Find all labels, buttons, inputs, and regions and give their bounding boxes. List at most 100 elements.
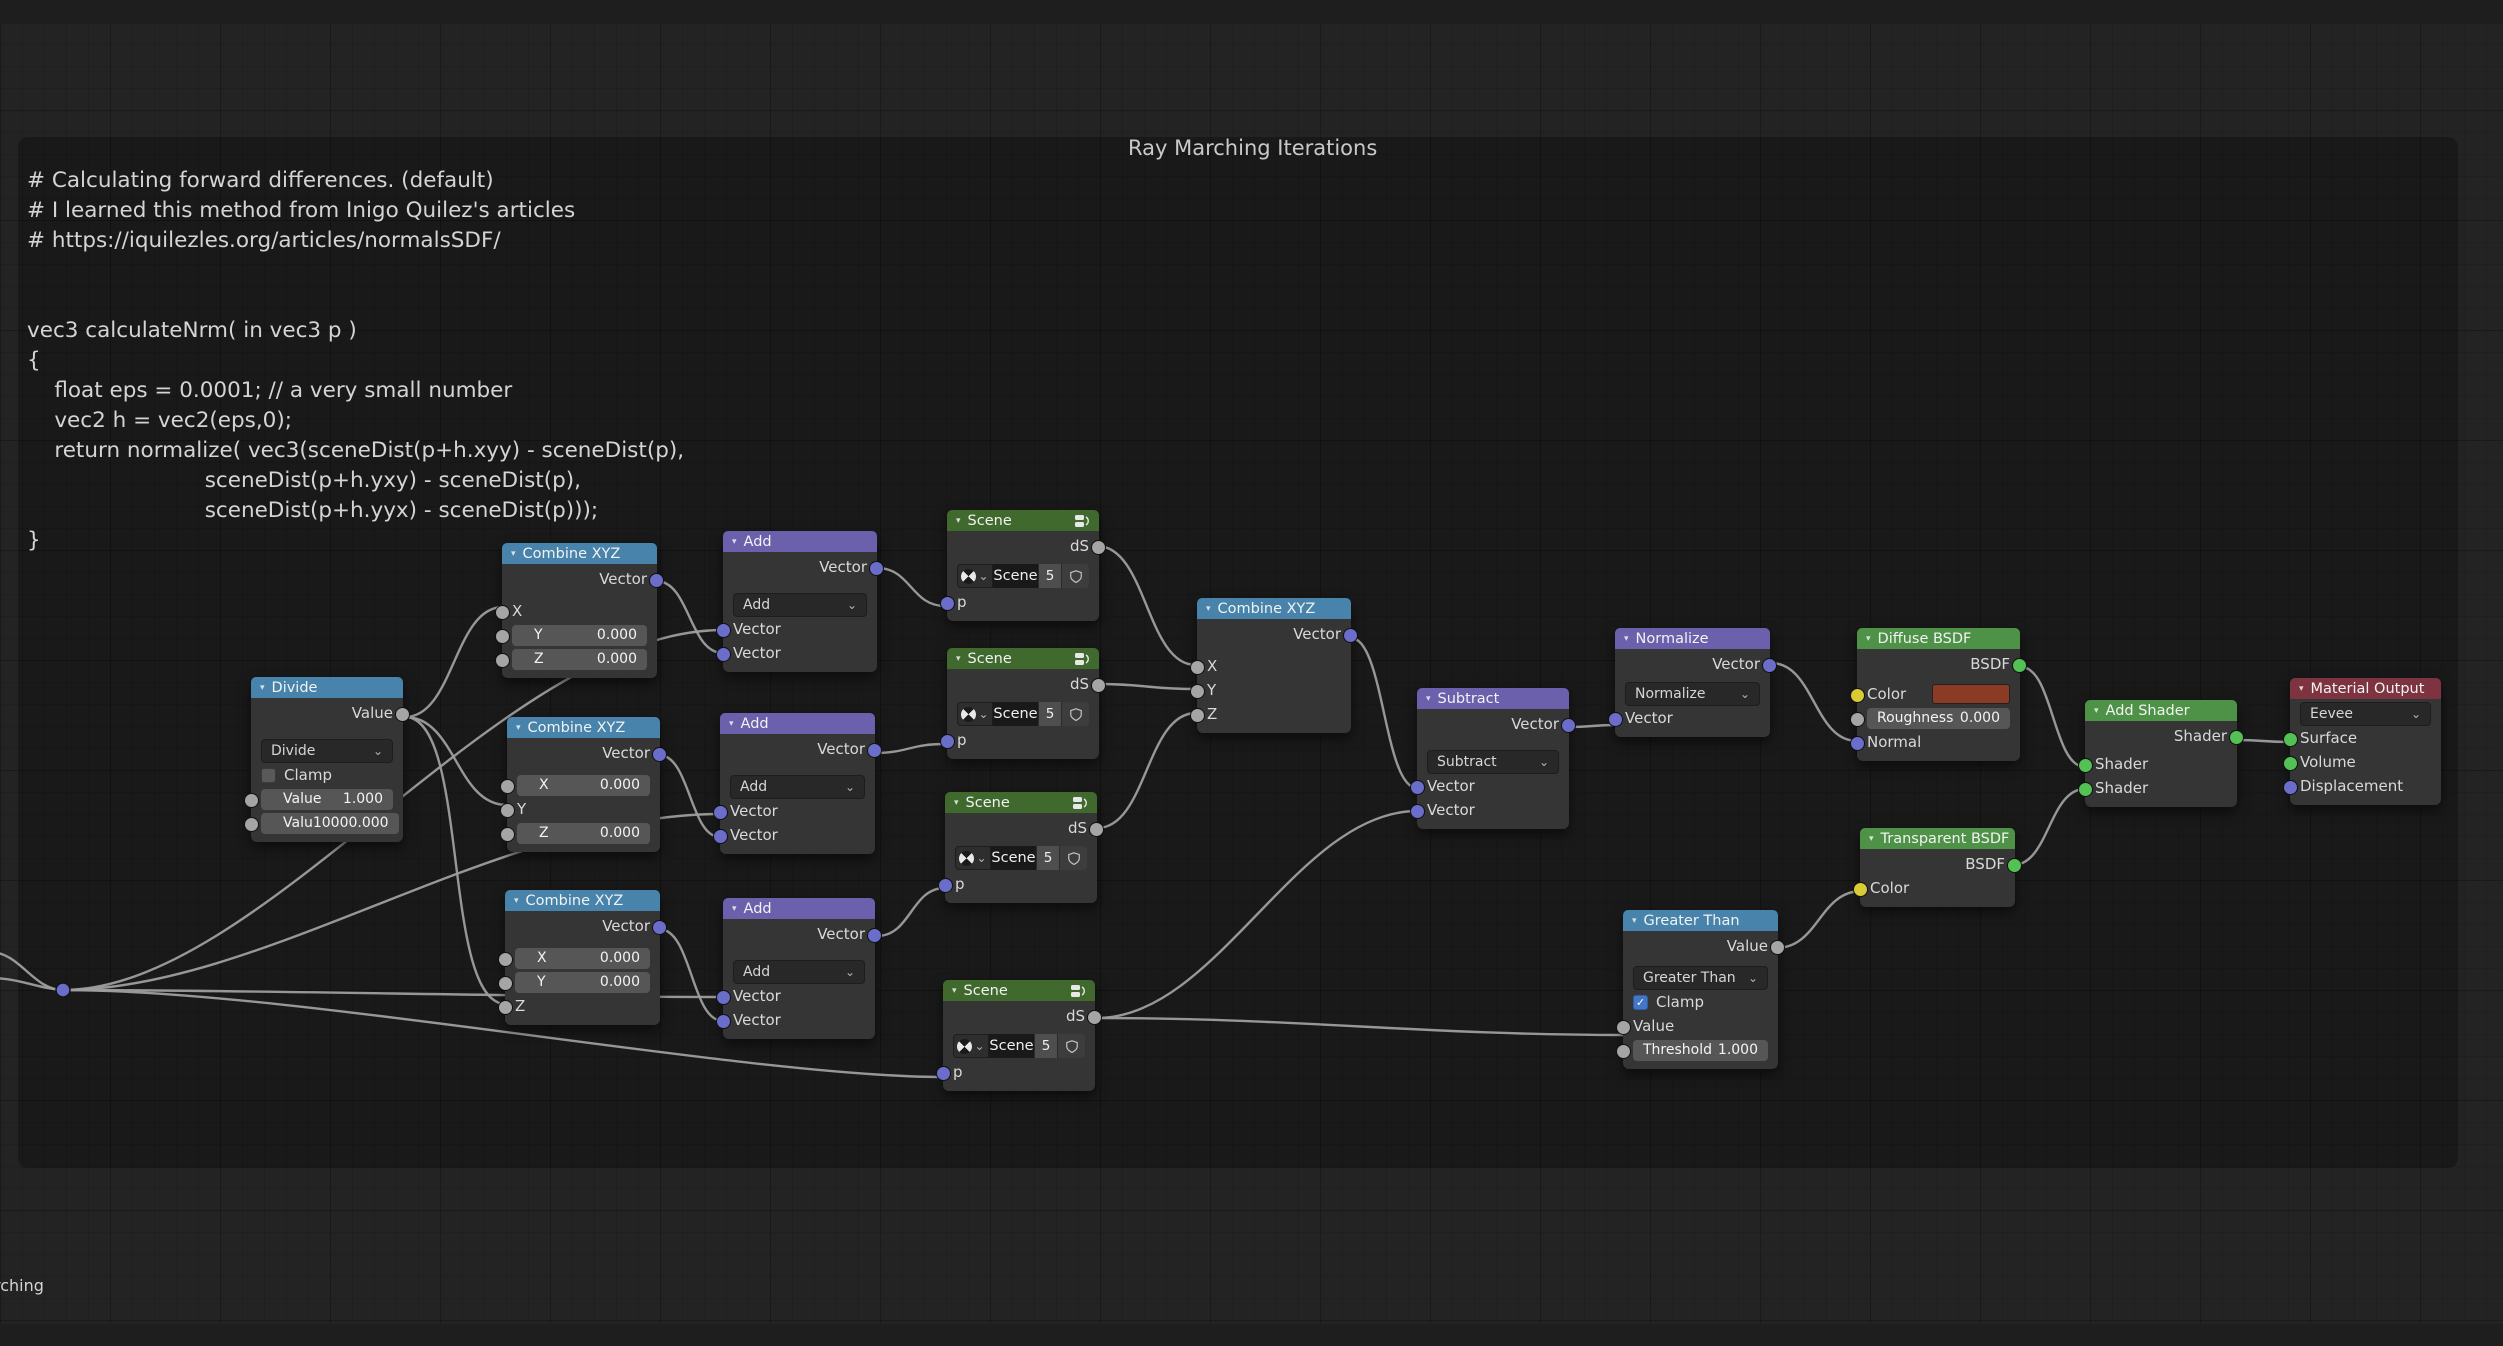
output-socket-bsdf[interactable] <box>2007 857 2022 873</box>
output-socket-vector[interactable] <box>1762 657 1777 673</box>
node-header[interactable]: ▾ Scene <box>947 648 1099 669</box>
output-socket-value[interactable] <box>1770 939 1785 955</box>
color-swatch[interactable] <box>1932 684 2010 704</box>
input-socket-value1[interactable] <box>244 792 259 808</box>
input-socket-z[interactable] <box>1190 707 1205 723</box>
datablock-name-field[interactable]: Scene <box>993 564 1038 588</box>
operation-dropdown[interactable]: Divide ⌄ <box>261 739 393 763</box>
collapse-triangle-icon[interactable]: ▾ <box>2094 705 2099 716</box>
node-header[interactable]: ▾ Transparent BSDF <box>1860 828 2015 849</box>
input-socket-vector1[interactable] <box>713 804 728 820</box>
node-header[interactable]: ▾ Add <box>723 531 877 552</box>
collapse-triangle-icon[interactable]: ▾ <box>1426 693 1431 704</box>
collapse-triangle-icon[interactable]: ▾ <box>956 515 961 526</box>
browse-material-button[interactable]: ⌄ <box>953 1034 989 1058</box>
collapse-triangle-icon[interactable]: ▾ <box>514 895 519 906</box>
input-socket-y[interactable] <box>1190 683 1205 699</box>
output-socket-vector[interactable] <box>1343 627 1358 643</box>
node-header[interactable]: ▾ Combine XYZ <box>507 717 660 738</box>
input-socket-vector2[interactable] <box>713 828 728 844</box>
user-count-button[interactable]: 5 <box>1036 846 1059 870</box>
browse-material-button[interactable]: ⌄ <box>957 702 993 726</box>
input-socket-value2[interactable] <box>244 816 259 832</box>
node-scene-group-3[interactable]: ▾ Scene dS ⌄ Scene 5 p <box>938 792 1104 903</box>
node-vector-add-bottom[interactable]: ▾ Add Vector Add ⌄ Vector Vector <box>716 898 882 1039</box>
input-socket-value[interactable] <box>1616 1019 1631 1035</box>
input-socket-color[interactable] <box>1850 687 1865 703</box>
output-socket-vector[interactable] <box>867 927 882 943</box>
input-socket-displacement[interactable] <box>2283 779 2298 795</box>
input-socket-p[interactable] <box>936 1065 951 1081</box>
node-transparent-bsdf[interactable]: ▾ Transparent BSDF BSDF Color <box>1853 828 2022 907</box>
output-socket-vector[interactable] <box>652 746 667 762</box>
collapse-triangle-icon[interactable]: ▾ <box>956 653 961 664</box>
node-material-output[interactable]: ▾ Material Output Eevee ⌄ Surface Volume… <box>2283 678 2441 805</box>
output-socket-value[interactable] <box>395 706 410 722</box>
output-socket-ds[interactable] <box>1087 1009 1102 1025</box>
input-socket-surface[interactable] <box>2283 731 2298 747</box>
collapse-triangle-icon[interactable]: ▾ <box>1632 915 1637 926</box>
input-socket-p[interactable] <box>940 733 955 749</box>
x-field[interactable]: X 0.000 <box>517 774 650 796</box>
output-socket-shader[interactable] <box>2229 729 2244 745</box>
input-socket-x[interactable] <box>495 604 510 620</box>
input-socket-vector[interactable] <box>1608 711 1623 727</box>
input-socket-vector1[interactable] <box>716 989 731 1005</box>
node-header[interactable]: ▾ Greater Than <box>1623 910 1778 931</box>
user-count-button[interactable]: 5 <box>1038 702 1061 726</box>
clamp-checkbox[interactable] <box>261 767 276 783</box>
fake-user-shield-button[interactable] <box>1057 1034 1085 1058</box>
browse-material-button[interactable]: ⌄ <box>955 846 991 870</box>
fake-user-shield-button[interactable] <box>1061 702 1089 726</box>
z-field[interactable]: Z 0.000 <box>512 648 647 670</box>
output-socket-vector[interactable] <box>869 560 884 576</box>
input-socket-vector2[interactable] <box>1410 803 1425 819</box>
input-socket-y[interactable] <box>500 802 515 818</box>
node-scene-group-4[interactable]: ▾ Scene dS ⌄ Scene 5 p <box>936 980 1102 1091</box>
input-socket-y[interactable] <box>495 628 510 644</box>
output-socket-vector[interactable] <box>652 919 667 935</box>
output-socket-vector[interactable] <box>649 572 664 588</box>
input-socket-shader1[interactable] <box>2078 757 2093 773</box>
input-socket-p[interactable] <box>940 595 955 611</box>
collapse-triangle-icon[interactable]: ▾ <box>260 682 265 693</box>
collapse-triangle-icon[interactable]: ▾ <box>952 985 957 996</box>
y-field[interactable]: Y 0.000 <box>512 624 647 646</box>
x-field[interactable]: X 0.000 <box>515 947 650 969</box>
node-diffuse-bsdf[interactable]: ▾ Diffuse BSDF BSDF Color Roughness 0.00… <box>1850 628 2027 761</box>
node-combine-xyz-bottom[interactable]: ▾ Combine XYZ Vector X 0.000 Y 0.000 Z <box>498 890 667 1025</box>
input-socket-y[interactable] <box>498 975 513 991</box>
input-socket-z[interactable] <box>495 652 510 668</box>
node-vector-add-mid[interactable]: ▾ Add Vector Add ⌄ Vector Vector <box>713 713 882 854</box>
output-socket-vector[interactable] <box>1561 717 1576 733</box>
input-socket-color[interactable] <box>1853 881 1868 897</box>
collapse-triangle-icon[interactable]: ▾ <box>732 903 737 914</box>
node-header[interactable]: ▾ Combine XYZ <box>505 890 660 911</box>
collapse-triangle-icon[interactable]: ▾ <box>1624 633 1629 644</box>
node-greater-than[interactable]: ▾ Greater Than Value Greater Than ⌄ Clam… <box>1616 910 1785 1069</box>
input-socket-vector2[interactable] <box>716 646 731 662</box>
operation-dropdown[interactable]: Subtract ⌄ <box>1427 750 1559 774</box>
clamp-checkbox[interactable] <box>1633 994 1648 1010</box>
collapse-triangle-icon[interactable]: ▾ <box>1869 833 1874 844</box>
input-socket-threshold[interactable] <box>1616 1043 1631 1059</box>
input-socket-volume[interactable] <box>2283 755 2298 771</box>
user-count-button[interactable]: 5 <box>1034 1034 1057 1058</box>
operation-dropdown[interactable]: Greater Than ⌄ <box>1633 966 1768 990</box>
node-combine-xyz-mid[interactable]: ▾ Combine XYZ Vector X 0.000 Y Z 0.000 <box>500 717 667 852</box>
collapse-triangle-icon[interactable]: ▾ <box>2299 683 2304 694</box>
fake-user-shield-button[interactable] <box>1061 564 1089 588</box>
browse-material-button[interactable]: ⌄ <box>957 564 993 588</box>
node-scene-group-2[interactable]: ▾ Scene dS ⌄ Scene 5 p <box>940 648 1106 759</box>
input-socket-x[interactable] <box>1190 659 1205 675</box>
collapse-triangle-icon[interactable]: ▾ <box>732 536 737 547</box>
datablock-name-field[interactable]: Scene <box>993 702 1038 726</box>
operation-dropdown[interactable]: Add ⌄ <box>733 960 865 984</box>
node-add-shader[interactable]: ▾ Add Shader Shader Shader Shader <box>2078 700 2244 807</box>
collapse-triangle-icon[interactable]: ▾ <box>1866 633 1871 644</box>
node-scene-group-1[interactable]: ▾ Scene dS ⌄ Scene 5 p <box>940 510 1106 621</box>
node-header[interactable]: ▾ Add <box>723 898 875 919</box>
output-socket-bsdf[interactable] <box>2012 657 2027 673</box>
node-vector-subtract[interactable]: ▾ Subtract Vector Subtract ⌄ Vector Vect… <box>1410 688 1576 829</box>
